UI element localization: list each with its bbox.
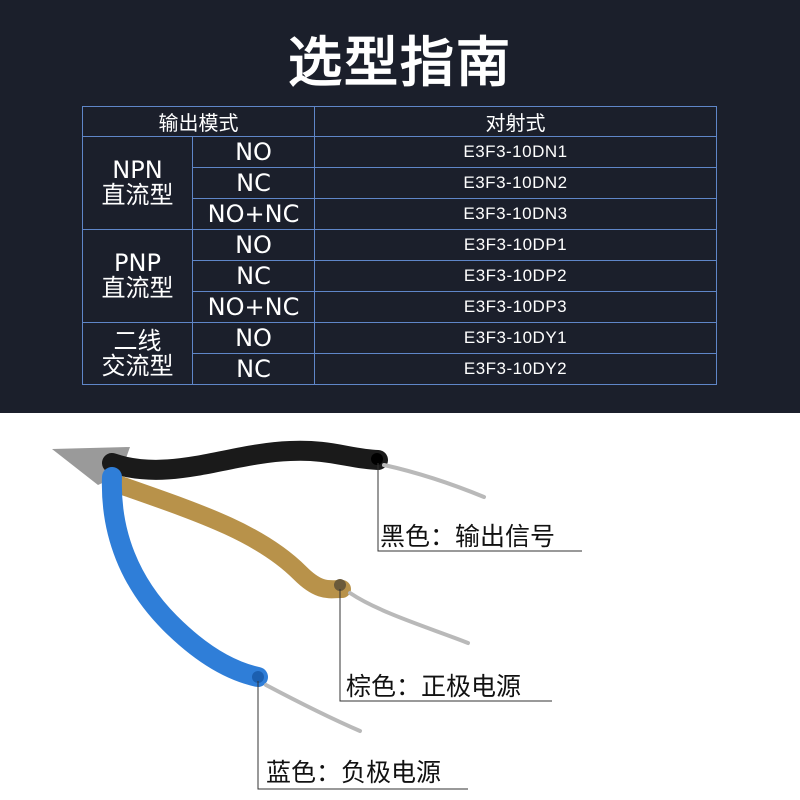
blue-leader-line xyxy=(257,681,468,790)
model-cell: E3F3-10DN3 xyxy=(314,198,717,230)
mode-cell-pnp: PNP 直流型 xyxy=(82,229,193,323)
black-wire-label: 黑色：输出信号 xyxy=(380,522,556,551)
blue-wire xyxy=(101,467,268,687)
model-cell: E3F3-10DP3 xyxy=(314,291,717,323)
output-cell: NO+NC xyxy=(192,291,315,323)
table-row: NC E3F3-10DP2 xyxy=(83,260,717,292)
output-cell: NC xyxy=(192,167,315,199)
table-row: NPN 直流型 NO E3F3-10DN1 xyxy=(82,136,717,230)
black-leader-line xyxy=(377,463,582,552)
model-cell: E3F3-10DY2 xyxy=(314,353,717,385)
model-cell: E3F3-10DP1 xyxy=(314,229,717,261)
mode-label: 二线 xyxy=(113,326,162,355)
mode-cell-ac: 二线 交流型 xyxy=(82,322,193,385)
blue-wire-label: 蓝色：负极电源 xyxy=(266,758,442,787)
black-wire xyxy=(102,440,388,480)
output-cell: NO xyxy=(192,322,315,354)
blue-wire-strands xyxy=(264,683,362,733)
brown-wire-strands xyxy=(348,591,470,645)
mode-label: PNP xyxy=(114,249,161,277)
mode-cell-npn: NPN 直流型 xyxy=(82,136,193,230)
model-cell: E3F3-10DN2 xyxy=(314,167,717,199)
brown-wire-marker xyxy=(334,579,346,591)
model-cell: E3F3-10DP2 xyxy=(314,260,717,292)
brown-wire-label: 棕色：正极电源 xyxy=(346,672,522,701)
page-title: 选型指南 xyxy=(288,31,512,94)
table-header-row: 输出模式 对射式 xyxy=(82,106,717,137)
brown-leader-line xyxy=(339,589,552,702)
table-row: NC E3F3-10DY2 xyxy=(83,353,717,385)
mode-type: 直流型 xyxy=(101,274,174,302)
model-cell: E3F3-10DY1 xyxy=(314,322,717,354)
output-cell: NO xyxy=(192,229,315,261)
mode-type: 直流型 xyxy=(101,181,174,209)
output-cell: NC xyxy=(192,260,315,292)
header-through-beam: 对射式 xyxy=(314,106,717,137)
black-wire-strands xyxy=(382,463,486,499)
selection-table: 输出模式 对射式 NPN 直流型 NO E3F3-10DN1 NC E3F3-1… xyxy=(82,106,717,385)
table-row: NO+NC E3F3-10DN3 xyxy=(83,198,717,230)
selection-guide-panel: 选型指南 输出模式 对射式 NPN 直流型 NO E3F3-10DN1 NC E… xyxy=(0,0,800,413)
blue-wire-marker xyxy=(252,671,264,683)
black-wire-marker xyxy=(371,453,383,465)
model-cell: E3F3-10DN1 xyxy=(314,136,717,168)
output-cell: NC xyxy=(192,353,315,385)
header-output-mode: 输出模式 xyxy=(82,106,315,137)
wiring-diagram: 黑色：输出信号 棕色：正极电源 蓝色：负极电源 xyxy=(0,413,800,800)
table-row: PNP 直流型 NO E3F3-10DP1 xyxy=(82,229,717,323)
table-row: 二线 交流型 NO E3F3-10DY1 xyxy=(82,322,717,385)
mode-label: NPN xyxy=(112,156,163,184)
output-cell: NO xyxy=(192,136,315,168)
table-row: NC E3F3-10DN2 xyxy=(83,167,717,199)
brown-wire xyxy=(111,476,351,599)
wire-illustration xyxy=(52,440,582,790)
mode-type: 交流型 xyxy=(101,351,174,380)
output-cell: NO+NC xyxy=(192,198,315,230)
